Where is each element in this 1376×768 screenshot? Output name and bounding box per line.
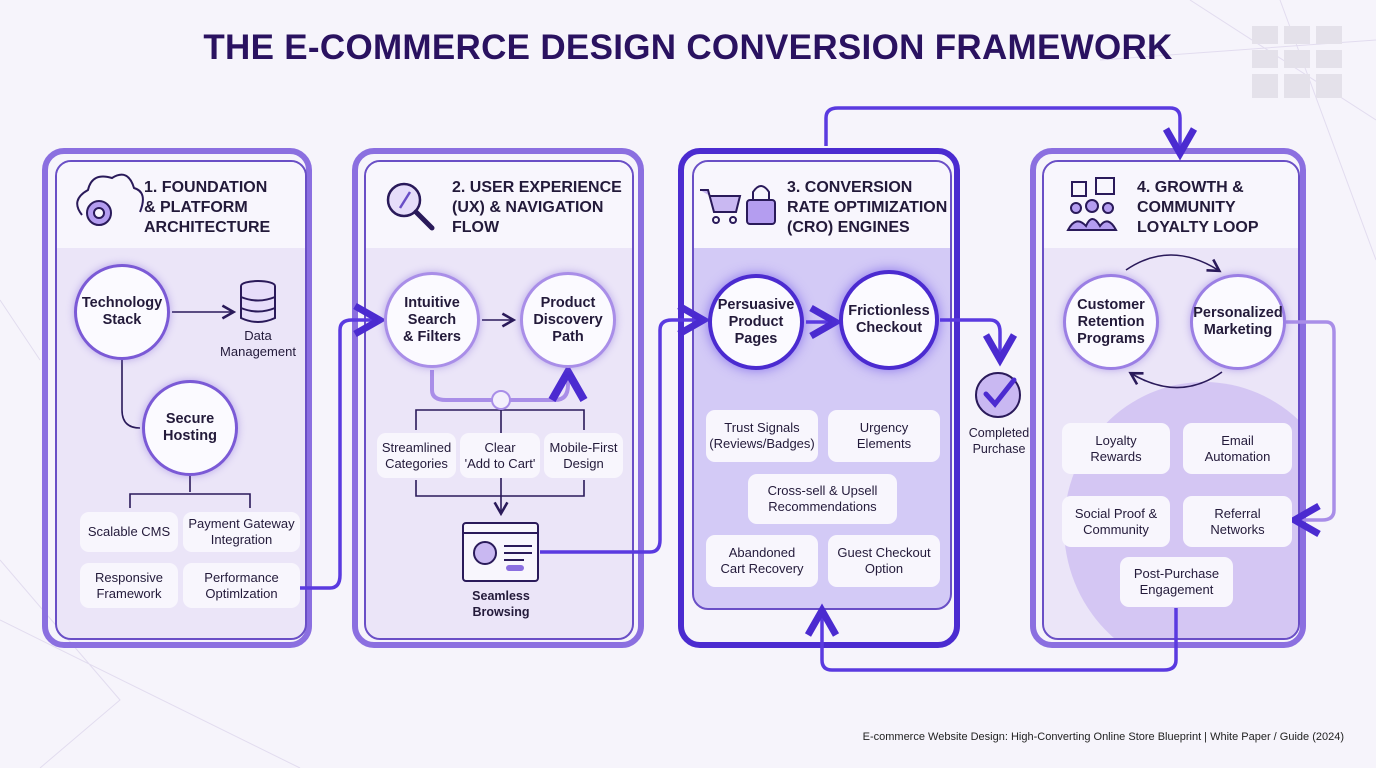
cart-lock-icon xyxy=(700,185,776,225)
seamless-browsing-label: Seamless Browsing xyxy=(472,589,530,619)
node-secure-hosting: Secure Hosting xyxy=(142,380,238,476)
node-product-discovery: Product Discovery Path xyxy=(520,272,616,368)
box-social-proof: Social Proof & Community xyxy=(1062,496,1170,547)
panel-2-title: 2. USER EXPERIENCE (UX) & NAVIGATION FLO… xyxy=(452,179,622,236)
data-management-label: Data Management xyxy=(220,328,296,359)
check-circle-icon xyxy=(975,372,1021,418)
box-email-automation: Email Automation xyxy=(1183,423,1292,474)
node-intuitive-search: Intuitive Search & Filters xyxy=(384,272,480,368)
box-abandoned-cart: Abandoned Cart Recovery xyxy=(706,535,818,587)
box-loyalty-rewards: Loyalty Rewards xyxy=(1062,423,1170,474)
box-streamlined-categories: Streamlined Categories xyxy=(377,433,456,478)
box-guest-checkout: Guest Checkout Option xyxy=(828,535,940,587)
box-responsive-framework: Responsive Framework xyxy=(80,563,178,608)
box-trust-signals: Trust Signals (Reviews/Badges) xyxy=(706,410,818,462)
node-customer-retention: Customer Retention Programs xyxy=(1063,274,1159,370)
box-urgency: Urgency Elements xyxy=(828,410,940,462)
compass-magnifier-icon xyxy=(386,182,435,231)
box-performance-optimization: Performance Optimlzation xyxy=(183,563,300,608)
community-icon xyxy=(1066,177,1118,231)
box-add-to-cart: Clear 'Add to Cart' xyxy=(460,433,540,478)
page-title: THE E-COMMERCE DESIGN CONVERSION FRAMEWO… xyxy=(203,28,1173,67)
grid-logo-icon xyxy=(1252,26,1342,98)
box-payment-gateway: Payment Gateway Integration xyxy=(183,512,300,552)
node-technology-stack: Technology Stack xyxy=(74,264,170,360)
box-referral-networks: Referral Networks xyxy=(1183,496,1292,547)
footer-caption: E-commerce Website Design: High-Converti… xyxy=(862,731,1344,743)
node-personalized-marketing: Personalized Marketing xyxy=(1190,274,1286,370)
panel-3-title: 3. CONVERSION RATE OPTIMIZATION (CRO) EN… xyxy=(787,179,948,236)
completed-purchase-label: Completed Purchase xyxy=(968,426,1030,456)
box-cross-sell: Cross-sell & Upsell Recommendations xyxy=(748,474,897,524)
node-persuasive-pages: Persuasive Product Pages xyxy=(708,274,804,370)
node-frictionless-checkout: Frictionless Checkout xyxy=(839,270,939,370)
panel-frame-2 xyxy=(352,148,644,648)
cloud-gear-icon xyxy=(76,173,144,226)
panel-4-title: 4. GROWTH & COMMUNITY LOYALTY LOOP xyxy=(1137,179,1259,236)
panel-frame-1 xyxy=(42,148,312,648)
box-post-purchase: Post-Purchase Engagement xyxy=(1120,557,1233,607)
database-icon xyxy=(240,280,276,323)
browser-profile-icon xyxy=(462,522,539,582)
panel-1-title: 1. FOUNDATION & PLATFORM ARCHITECTURE xyxy=(144,179,271,236)
box-mobile-first: Mobile-First Design xyxy=(544,433,623,478)
box-scalable-cms: Scalable CMS xyxy=(80,512,178,552)
panel-frame-3 xyxy=(678,148,960,648)
